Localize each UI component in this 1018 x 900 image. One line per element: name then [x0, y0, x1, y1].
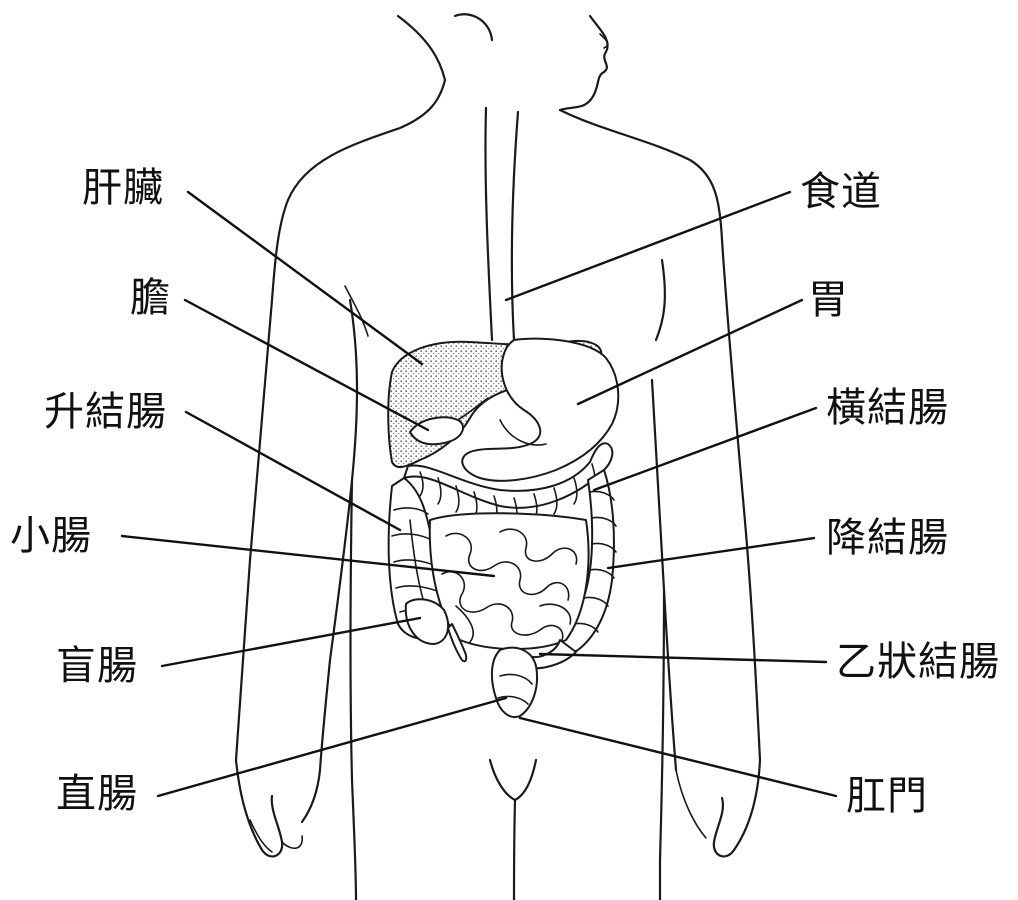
leader-ascending-colon: [186, 412, 400, 530]
leader-esophagus: [506, 192, 790, 300]
esophagus-shape: [485, 108, 518, 340]
leader-anus: [520, 718, 836, 796]
label-small-intestine: 小腸: [10, 514, 92, 558]
label-liver: 肝臟: [82, 166, 164, 210]
label-ascending-colon: 升結腸: [44, 390, 167, 434]
leader-liver: [188, 192, 422, 364]
leader-rectum: [158, 698, 506, 796]
label-transverse-colon: 橫結腸: [826, 386, 949, 430]
label-gallbladder: 膽: [130, 276, 171, 320]
label-cecum: 盲腸: [56, 644, 138, 688]
leader-cecum: [162, 618, 420, 666]
leader-transverse-colon: [594, 408, 816, 490]
label-descending-colon: 降結腸: [826, 516, 949, 560]
label-stomach: 胃: [808, 278, 849, 322]
leader-stomach: [578, 300, 802, 404]
leader-descending-colon: [608, 538, 814, 568]
leader-gallbladder: [185, 300, 428, 430]
leader-sigmoid-colon: [540, 654, 826, 662]
label-sigmoid-colon: 乙狀結腸: [836, 640, 1000, 684]
label-rectum: 直腸: [56, 772, 138, 816]
label-anus: 肛門: [846, 774, 928, 818]
label-esophagus: 食道: [800, 170, 882, 214]
